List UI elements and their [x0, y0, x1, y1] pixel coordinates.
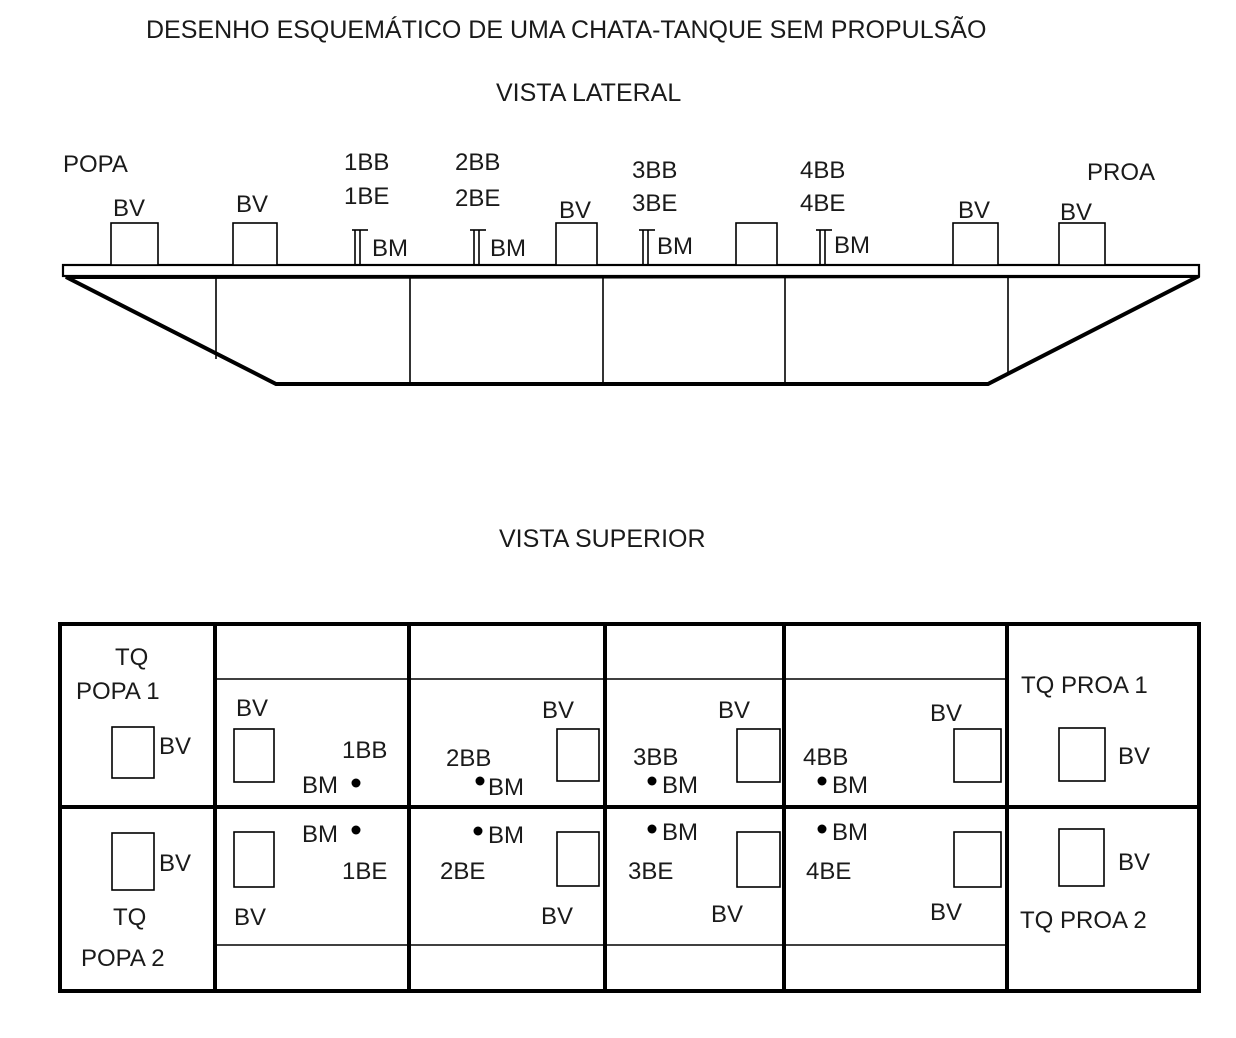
manhole-label: BM: [832, 819, 868, 846]
tank-label-bb: 1BB: [344, 149, 389, 176]
manhole-label: BM: [832, 772, 868, 799]
vent-box: [233, 728, 275, 783]
manhole-label: BM: [488, 774, 524, 801]
top-view: VISTA SUPERIOR: [58, 525, 1201, 993]
vent-box: [735, 222, 778, 266]
tank-label-bb: 4BB: [803, 744, 848, 771]
hull-outline: [65, 274, 1200, 386]
manhole-label: BM: [834, 232, 870, 259]
vent-label: BV: [159, 733, 191, 760]
manhole-label: BM: [662, 772, 698, 799]
manhole-dot: [475, 776, 485, 786]
tank-label-bb: 3BB: [633, 744, 678, 771]
vent-box: [736, 831, 781, 888]
vent-box: [1058, 828, 1105, 887]
tank-label-bb: 3BB: [632, 157, 677, 184]
vent-box: [556, 831, 600, 887]
vent-label: BV: [1118, 743, 1150, 770]
side-view: VISTA LATERAL: [61, 79, 1201, 386]
manhole-symbol: [470, 229, 486, 265]
tank-label-be: 4BE: [800, 190, 845, 217]
manhole-label: BM: [657, 233, 693, 260]
vent-label: BV: [958, 197, 990, 224]
fwd-tank-bottom-label: TQ PROA 2: [1020, 907, 1147, 934]
vent-label: BV: [1060, 199, 1092, 226]
vent-label: BV: [930, 700, 962, 727]
vent-box: [952, 222, 999, 266]
vent-label: BV: [559, 197, 591, 224]
fwd-tank-top-label: TQ PROA 1: [1021, 672, 1148, 699]
tank-label-be: 4BE: [806, 858, 851, 885]
deck: [61, 263, 1201, 278]
tank-label-be: 2BE: [440, 858, 485, 885]
aft-tank-top-label: TQ: [115, 644, 148, 671]
aft-tank-bottom-label: POPA 2: [81, 945, 165, 972]
tank-label-be: 1BE: [344, 183, 389, 210]
manhole-label: BM: [302, 821, 338, 848]
vent-box: [111, 832, 155, 891]
vent-box: [555, 222, 598, 266]
tank-label-bb: 1BB: [342, 737, 387, 764]
manhole-dot: [351, 825, 361, 835]
vent-box: [233, 831, 275, 888]
vent-label: BV: [236, 695, 268, 722]
tank-label-be: 3BE: [628, 858, 673, 885]
manhole-dot: [647, 776, 657, 786]
vent-label: BV: [930, 899, 962, 926]
vent-box: [1058, 222, 1106, 266]
manhole-label: BM: [488, 822, 524, 849]
manhole-dot: [647, 824, 657, 834]
vent-box: [110, 222, 159, 266]
vent-label: BV: [542, 697, 574, 724]
manhole-symbol: [639, 229, 655, 265]
manhole-dot: [473, 826, 483, 836]
vent-label: BV: [541, 903, 573, 930]
vent-label: BV: [159, 850, 191, 877]
aft-tank-top-label: POPA 1: [76, 678, 160, 705]
vent-label: BV: [1118, 849, 1150, 876]
top-view-heading: VISTA SUPERIOR: [499, 525, 706, 553]
vent-box: [111, 726, 155, 779]
vent-box: [556, 728, 600, 782]
vent-label: BV: [236, 191, 268, 218]
stern-label: POPA: [63, 151, 128, 178]
tank-label-be: 1BE: [342, 858, 387, 885]
aft-tank-bottom-label: TQ: [113, 904, 146, 931]
tank-label-bb: 4BB: [800, 157, 845, 184]
vent-label: BV: [234, 904, 266, 931]
vent-box: [1058, 727, 1106, 782]
manhole-symbol: [816, 229, 832, 265]
vent-box: [953, 831, 1002, 888]
manhole-label: BM: [490, 235, 526, 262]
manhole-symbol: [352, 229, 368, 265]
diagram-title: DESENHO ESQUEMÁTICO DE UMA CHATA-TANQUE …: [146, 15, 986, 44]
manhole-dot: [817, 776, 827, 786]
manhole-label: BM: [302, 772, 338, 799]
manhole-label: BM: [662, 819, 698, 846]
bow-label: PROA: [1087, 159, 1155, 186]
tank-label-be: 2BE: [455, 185, 500, 212]
tank-label-bb: 2BB: [446, 745, 491, 772]
side-view-heading: VISTA LATERAL: [496, 79, 681, 107]
tank-label-bb: 2BB: [455, 149, 500, 176]
vent-box: [953, 728, 1002, 783]
manhole-dot: [351, 778, 361, 788]
vent-box: [736, 728, 781, 783]
vent-box: [232, 222, 278, 266]
vent-label: BV: [113, 195, 145, 222]
tank-label-be: 3BE: [632, 190, 677, 217]
manhole-dot: [817, 824, 827, 834]
vent-label: BV: [711, 901, 743, 928]
manhole-label: BM: [372, 235, 408, 262]
vent-label: BV: [718, 697, 750, 724]
